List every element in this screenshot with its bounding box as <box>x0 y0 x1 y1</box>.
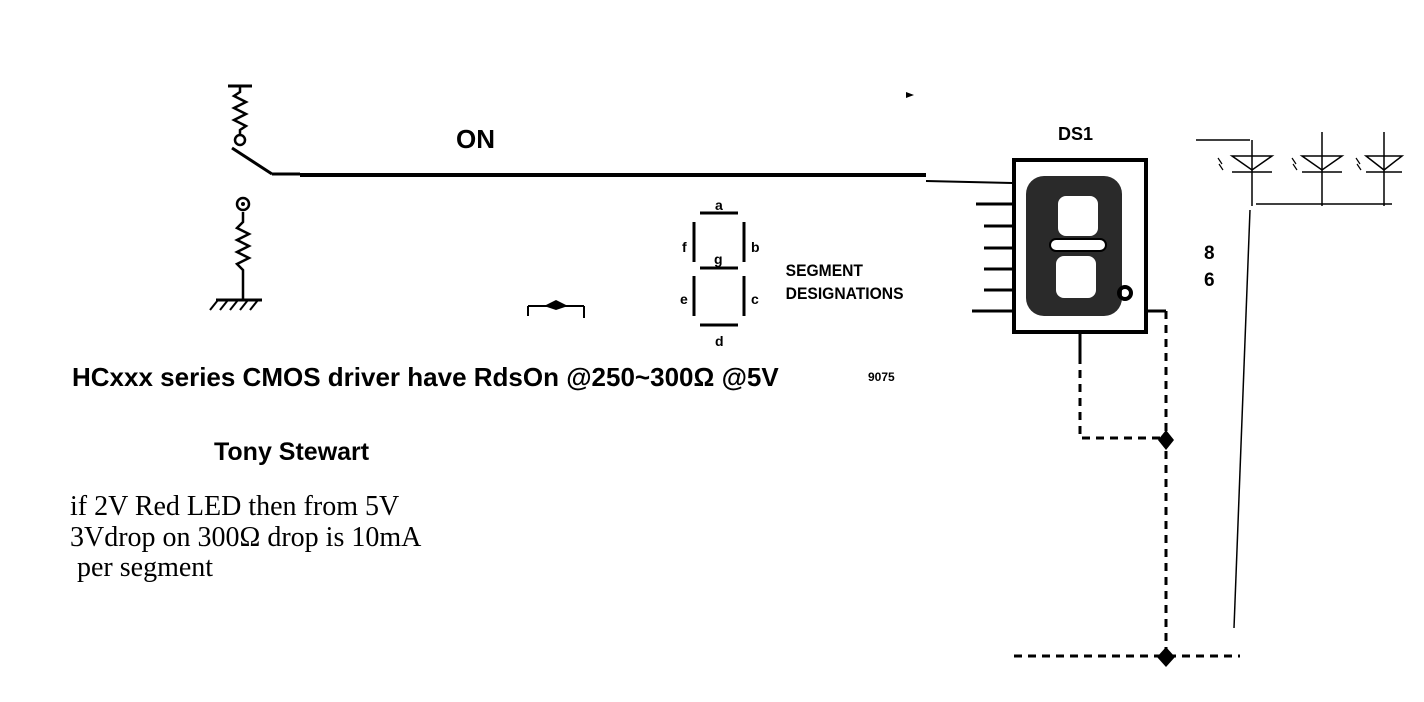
led-array <box>1196 132 1405 629</box>
lower-contact <box>235 196 251 212</box>
seg-letter-a: a <box>715 197 723 213</box>
digit-window-lower <box>1056 256 1096 298</box>
dashed-wire-left <box>1078 356 1166 440</box>
junction-node-2 <box>1157 647 1175 667</box>
led-2-icon <box>1291 132 1345 206</box>
switch-lever <box>231 146 273 176</box>
seg-letter-d: d <box>715 333 724 349</box>
ground-symbol <box>209 298 262 311</box>
stray-symbol <box>527 300 585 318</box>
digit-segment-g <box>1049 238 1107 252</box>
segment-caption-line2: DESIGNATIONS <box>786 284 904 303</box>
segment-part-code: 9075 <box>868 370 895 384</box>
signal-wire-tail <box>925 180 1013 184</box>
lower-contact-dot <box>241 202 245 206</box>
stray-mark <box>906 92 914 98</box>
seg-letter-g: g <box>714 251 723 267</box>
upper-resistor <box>231 86 249 134</box>
pin-label-6: 6 <box>1204 270 1215 291</box>
upper-contact <box>233 133 247 147</box>
led-3-icon <box>1355 132 1405 206</box>
seg-letter-f: f <box>682 239 687 255</box>
led-return <box>1233 209 1251 629</box>
switch-circuit <box>209 84 300 311</box>
seg-letter-b: b <box>751 239 760 255</box>
seg-letter-c: c <box>751 291 759 307</box>
junction-node-1 <box>1158 430 1174 450</box>
author-name: Tony Stewart <box>214 438 370 466</box>
seg-letter-e: e <box>680 291 688 307</box>
segment-caption-line1: SEGMENT <box>786 261 863 280</box>
calc-line-1: if 2V Red LED then from 5V <box>70 491 399 522</box>
ds1-display: DS1 <box>972 124 1166 356</box>
ds1-ref-label: DS1 <box>1058 124 1093 144</box>
digit-window-upper <box>1058 196 1098 236</box>
pin-label-8: 8 <box>1204 243 1215 264</box>
calc-line-2: 3Vdrop on 300Ω drop is 10mA <box>70 522 422 553</box>
lower-resistor <box>234 212 252 300</box>
switch-on-label: ON <box>456 124 495 154</box>
led-1-icon <box>1217 140 1275 206</box>
note-title: HCxxx series CMOS driver have RdsOn @250… <box>72 362 779 392</box>
calc-line-3: per segment <box>70 552 213 583</box>
decimal-point <box>1117 285 1133 301</box>
segment-key: a b c d e f g SEGMENT DESIGNATIONS <box>680 197 904 349</box>
